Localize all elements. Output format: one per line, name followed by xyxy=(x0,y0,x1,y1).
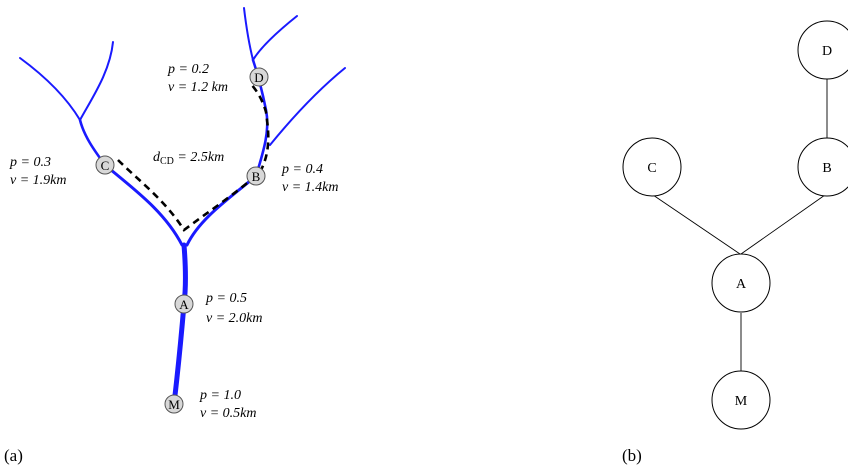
node-a-v-label: v = 2.0km xyxy=(206,311,263,326)
graph-node-a: A xyxy=(711,253,771,313)
svg-text:M: M xyxy=(735,394,748,409)
river-node-b: B xyxy=(246,166,266,186)
svg-text:B: B xyxy=(252,169,261,184)
graph-node-d: D xyxy=(797,20,848,80)
graph-node-b: B xyxy=(797,137,848,197)
river-node-c: C xyxy=(95,155,115,175)
river-node-a: A xyxy=(174,294,194,314)
river-branch-c-right xyxy=(79,41,114,121)
svg-text:B: B xyxy=(822,161,831,176)
node-a-p-label: p = 0.5 xyxy=(205,291,247,306)
svg-text:D: D xyxy=(822,44,832,59)
node-b-v-label: v = 1.4km xyxy=(282,180,339,195)
river-main-stem xyxy=(171,242,188,407)
edge-b-a xyxy=(740,194,826,255)
graph-node-m: M xyxy=(711,370,771,430)
edge-c-a xyxy=(652,194,741,255)
svg-text:M: M xyxy=(168,397,180,412)
panel-b: D C B A M (b) xyxy=(622,20,848,465)
river-branch-d-left xyxy=(243,7,254,61)
river-branch-c-left xyxy=(19,57,81,121)
node-c-v-label: v = 1.9km xyxy=(10,173,67,188)
caption-a: (a) xyxy=(4,446,23,465)
distance-cd-label: dCD = 2.5km xyxy=(153,150,224,167)
svg-text:C: C xyxy=(647,161,656,176)
river-reach-b-a xyxy=(185,174,258,247)
svg-text:A: A xyxy=(736,277,747,292)
node-d-p-label: p = 0.2 xyxy=(167,62,209,77)
svg-text:D: D xyxy=(254,70,263,85)
svg-text:C: C xyxy=(101,158,110,173)
svg-text:A: A xyxy=(179,297,189,312)
river-branch-b-right xyxy=(269,67,346,146)
river-node-d: D xyxy=(249,67,269,87)
river-node-m: M xyxy=(164,394,184,414)
graph-node-c: C xyxy=(622,137,682,197)
panel-a: D C B A M p = 0.2 v = 1.2 km p = 0.3 v =… xyxy=(4,7,346,465)
node-c-p-label: p = 0.3 xyxy=(9,155,51,170)
node-m-p-label: p = 1.0 xyxy=(199,388,241,403)
river-reach-c-a xyxy=(103,163,184,247)
caption-b: (b) xyxy=(622,446,642,465)
node-b-p-label: p = 0.4 xyxy=(281,162,323,177)
river-branch-d-right xyxy=(252,15,298,61)
node-m-v-label: v = 0.5km xyxy=(200,406,257,421)
node-d-v-label: v = 1.2 km xyxy=(168,80,228,95)
